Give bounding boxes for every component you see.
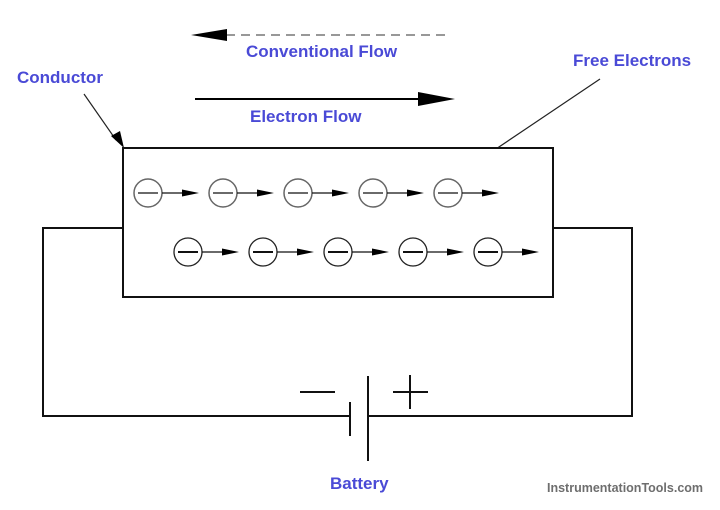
- free-electron: [283, 178, 349, 208]
- drift-arrowhead-icon: [522, 248, 539, 256]
- circuit-wire-left: [42, 227, 350, 417]
- conventional-flow-label: Conventional Flow: [246, 42, 398, 61]
- electron-flow-arrowhead: [418, 92, 455, 106]
- circuit-wire-right: [368, 227, 633, 417]
- drift-arrowhead-icon: [182, 189, 199, 197]
- watermark: InstrumentationTools.com: [547, 481, 704, 495]
- drift-arrowhead-icon: [332, 189, 349, 197]
- free-electron: [473, 237, 539, 267]
- battery-symbol: [300, 375, 428, 461]
- battery-label: Battery: [330, 474, 389, 493]
- drift-arrowhead-icon: [372, 248, 389, 256]
- drift-arrowhead-icon: [257, 189, 274, 197]
- free-electrons-group: [133, 178, 539, 267]
- free-electron: [133, 178, 199, 208]
- free-electron: [433, 178, 499, 208]
- conductor-pointer: [83, 93, 124, 148]
- drift-arrowhead-icon: [447, 248, 464, 256]
- drift-arrowhead-icon: [482, 189, 499, 197]
- electron-flow-arrow: [195, 92, 455, 106]
- drift-arrowhead-icon: [407, 189, 424, 197]
- drift-arrowhead-icon: [222, 248, 239, 256]
- free-electron: [173, 237, 239, 267]
- conventional-flow-arrow: [191, 29, 450, 41]
- conductor-block: [122, 147, 554, 298]
- drift-arrowhead-icon: [297, 248, 314, 256]
- free-electron: [358, 178, 424, 208]
- free-electron: [323, 237, 389, 267]
- free-electron: [248, 237, 314, 267]
- free-electrons-label: Free Electrons: [573, 51, 692, 70]
- electron-flow-label: Electron Flow: [250, 107, 362, 126]
- conductor-label: Conductor: [17, 68, 103, 87]
- free-electron: [398, 237, 464, 267]
- free-electron: [208, 178, 274, 208]
- conventional-flow-arrowhead: [191, 29, 227, 41]
- battery-plus-icon: [393, 375, 428, 409]
